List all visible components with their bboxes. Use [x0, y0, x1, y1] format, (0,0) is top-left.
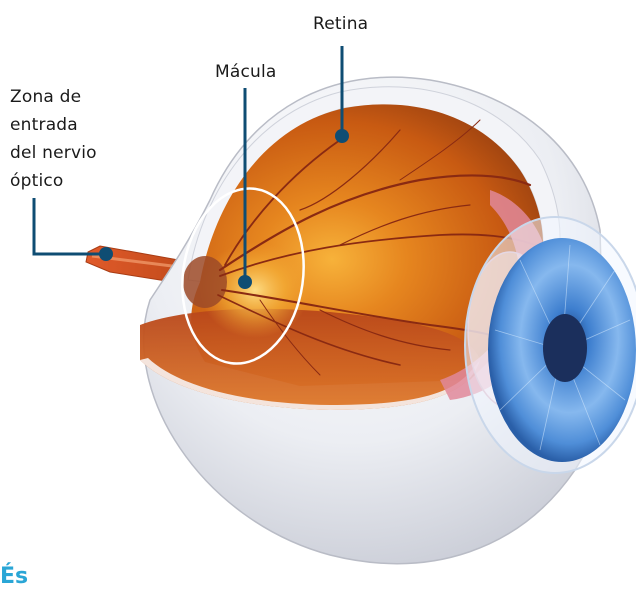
- leader-line-optic-nerve: [34, 198, 104, 254]
- pupil-shape: [543, 314, 587, 382]
- label-optic-line-1: Zona de: [10, 83, 140, 111]
- leader-dot-retina: [335, 129, 349, 143]
- label-optic-line-3: del nervio: [10, 139, 140, 167]
- leader-dot-macula: [238, 275, 252, 289]
- label-retina: Retina: [313, 10, 368, 38]
- label-macula: Mácula: [215, 58, 277, 86]
- label-optic-nerve-entry: Zona de entrada del nervio óptico: [10, 83, 140, 195]
- corner-mark-text: És: [0, 565, 28, 589]
- label-optic-line-2: entrada: [10, 111, 140, 139]
- leader-dot-optic-nerve: [99, 247, 113, 261]
- label-optic-line-4: óptico: [10, 167, 140, 195]
- optic-disc: [183, 256, 227, 308]
